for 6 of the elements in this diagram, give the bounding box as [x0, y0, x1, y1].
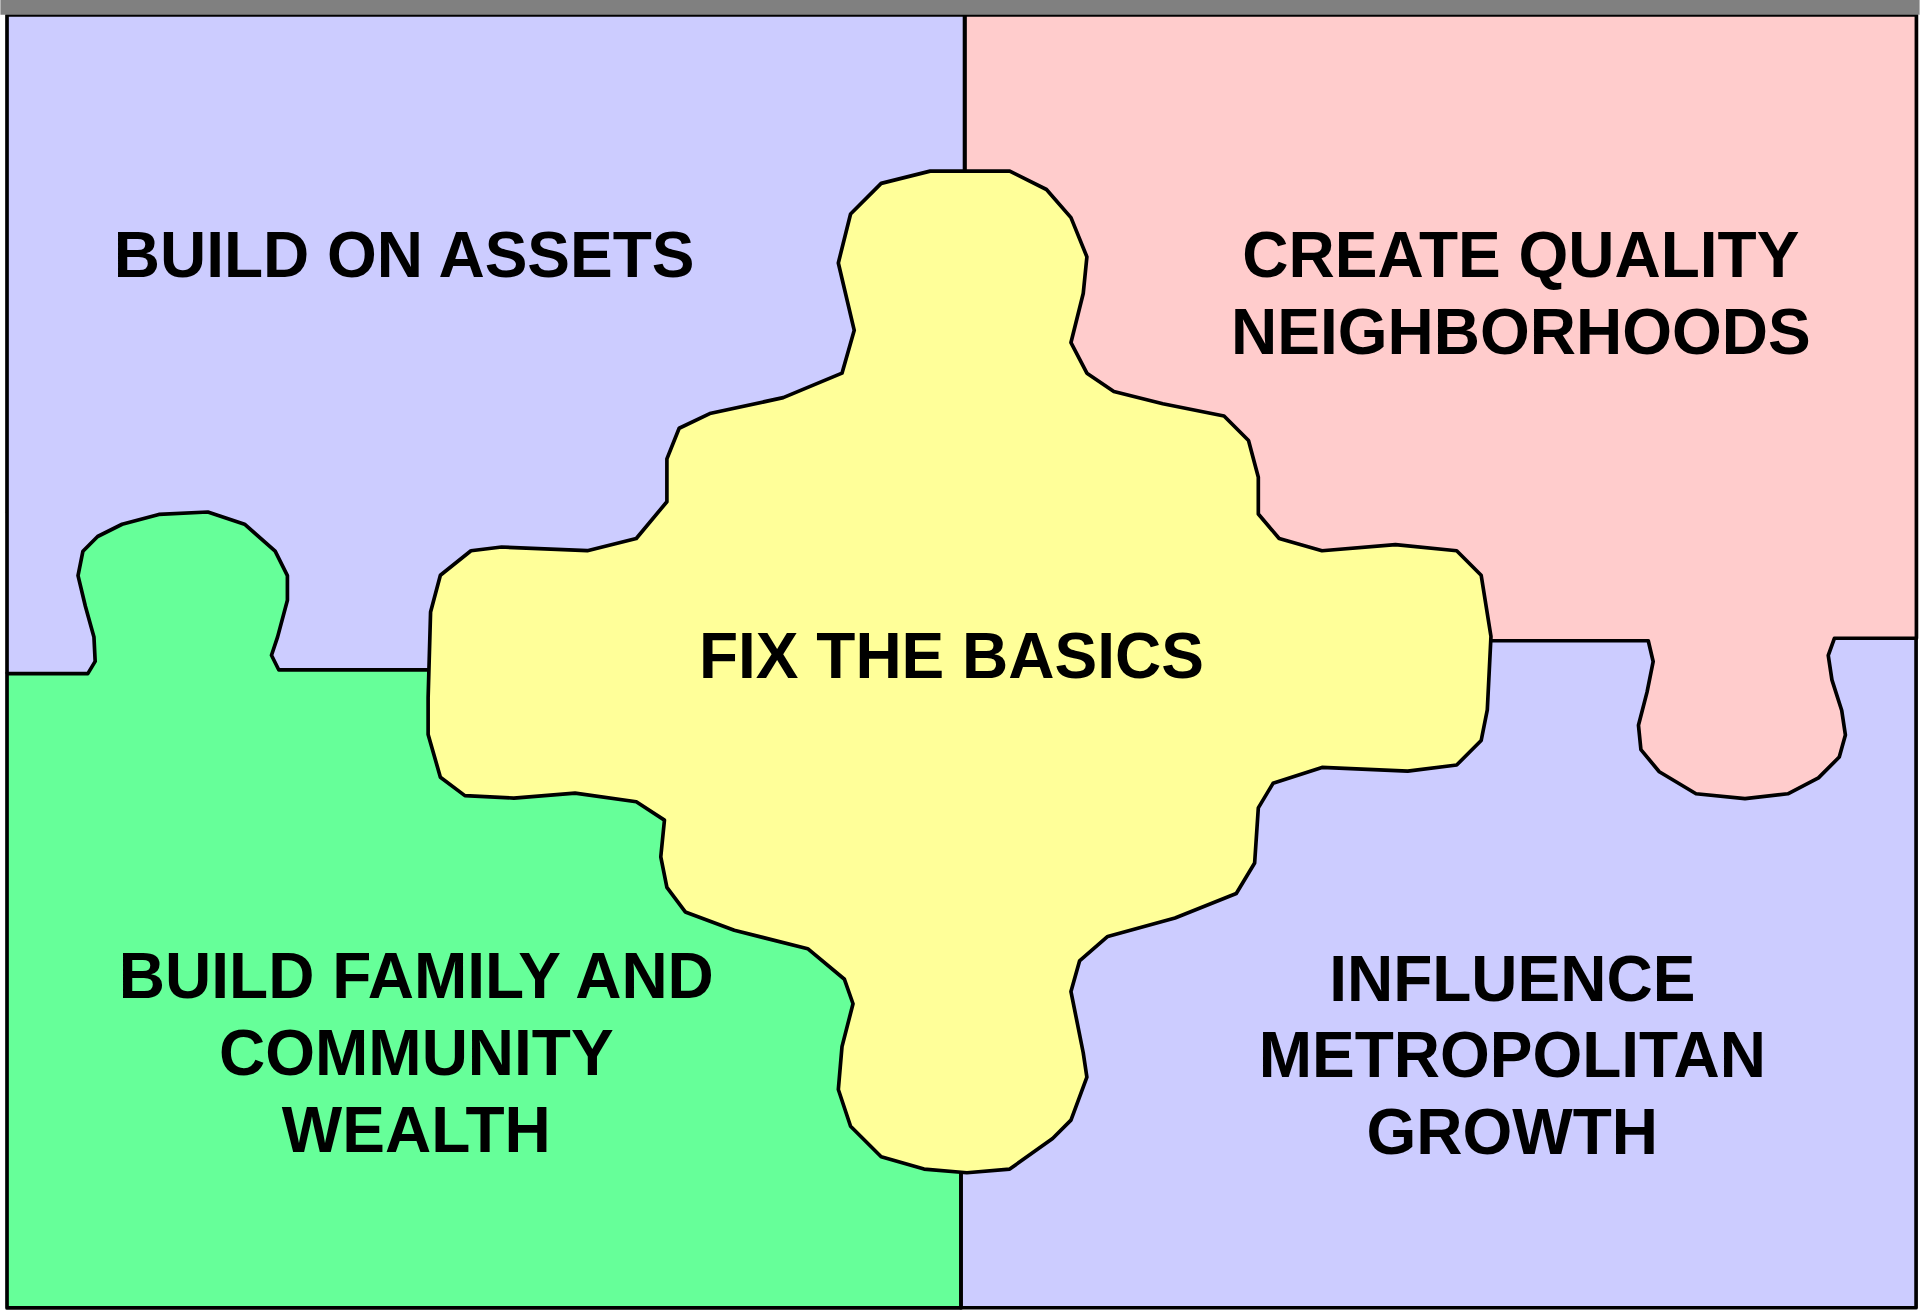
piece-label: INFLUENCE METROPOLITAN GROWTH [1257, 941, 1767, 1170]
piece-label: FIX THE BASICS [697, 618, 1205, 694]
piece-label: BUILD FAMILY AND COMMUNITY WEALTH [117, 938, 715, 1168]
piece-label: CREATE QUALITY NEIGHBORHOODS [1230, 218, 1812, 370]
top-bar [0, 0, 1920, 15]
piece-label: BUILD ON ASSETS [112, 217, 696, 293]
